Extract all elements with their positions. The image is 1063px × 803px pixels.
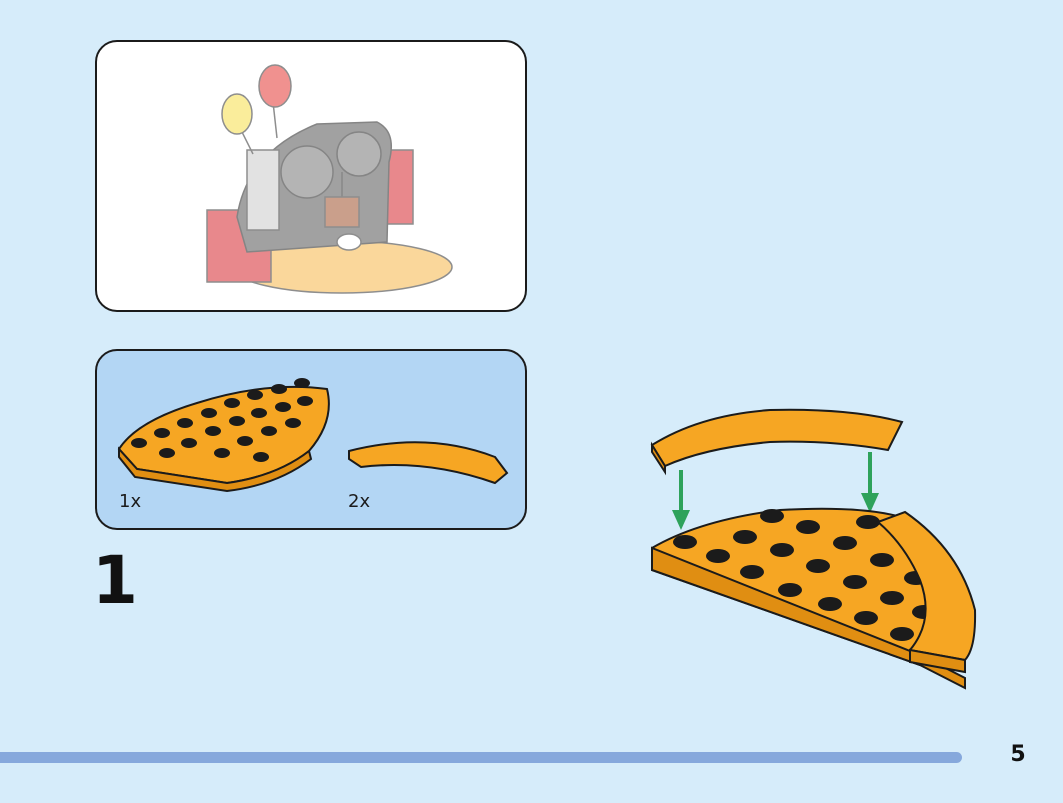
curved-tile-part	[348, 441, 509, 485]
parts-illustration	[117, 378, 509, 493]
page-number: 5	[1010, 742, 1026, 767]
step-number: 1	[92, 542, 138, 619]
down-arrow-icon	[672, 452, 879, 530]
attached-curved-tile	[876, 510, 977, 674]
model-preview-panel	[95, 40, 527, 312]
part-quantity: 1x	[119, 491, 142, 512]
floating-curved-tile	[650, 408, 904, 476]
base-half-round-plate	[651, 507, 966, 690]
page-progress-bar	[0, 752, 962, 763]
part-quantity: 2x	[348, 491, 371, 512]
parts-list-panel: 1x 2x	[95, 349, 527, 530]
finished-model-image	[206, 64, 453, 294]
half-round-plate-part	[117, 378, 330, 493]
